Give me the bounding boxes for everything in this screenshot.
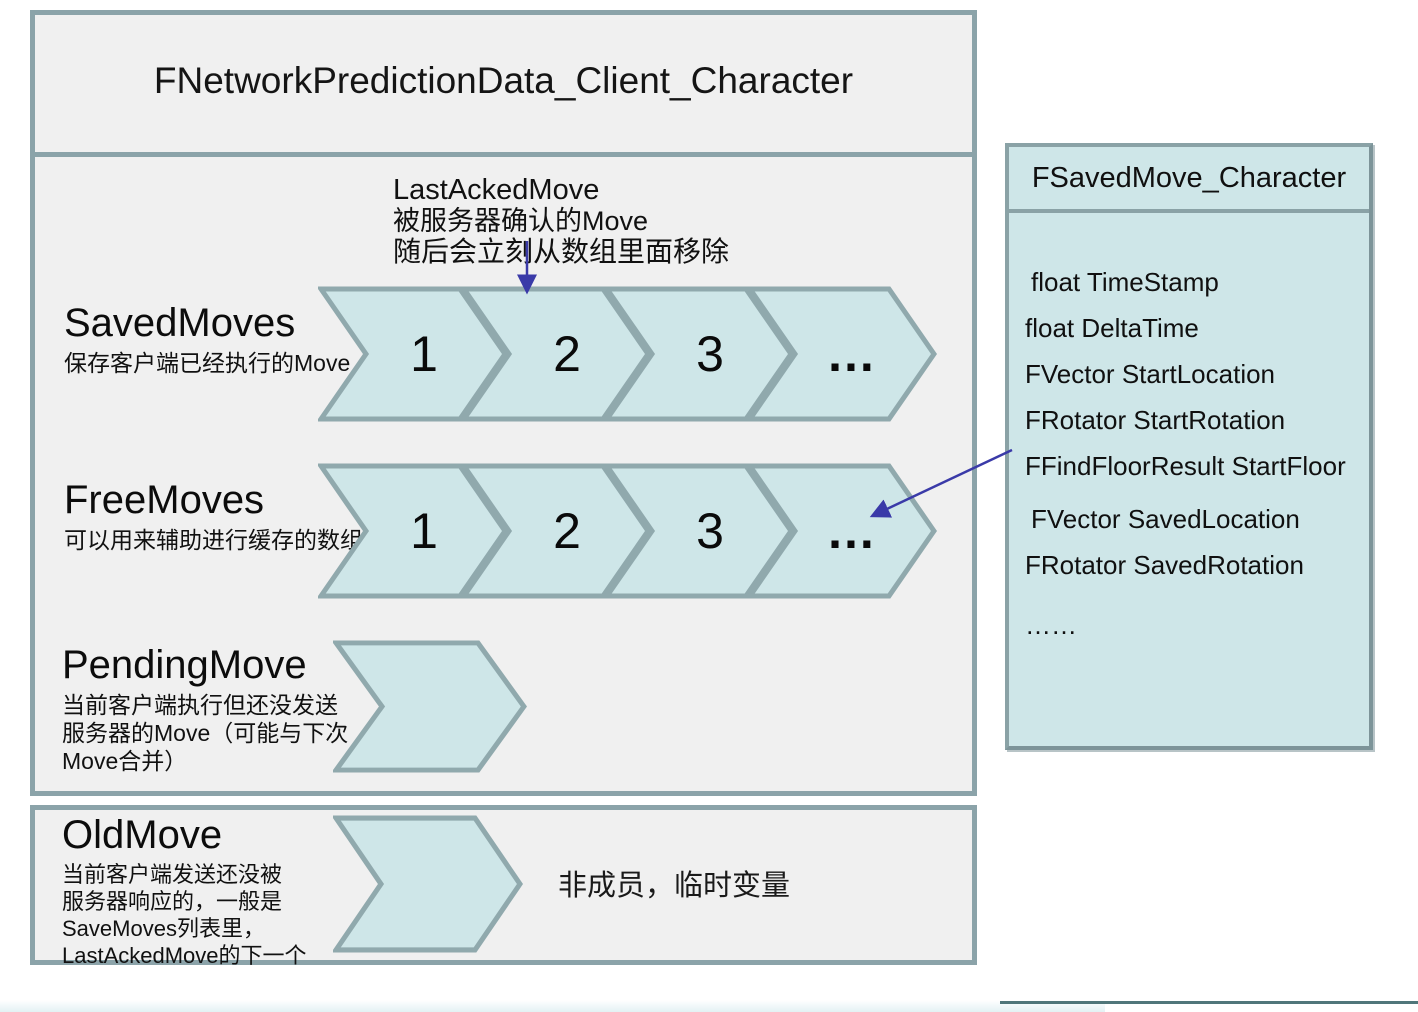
- field-savedlocation: FVector SavedLocation: [1031, 504, 1300, 534]
- fsavedmove-fields: float TimeStamp float DeltaTime FVector …: [1025, 259, 1361, 648]
- chevron-arrow-icon: [318, 463, 508, 599]
- chevron-label: …: [826, 326, 880, 382]
- savedmoves-chevron-ellipsis: …: [747, 286, 937, 422]
- savedmoves-desc: 保存客户端已经执行的Move: [64, 350, 351, 376]
- freemoves-label-block: FreeMoves 可以用来辅助进行缓存的数组: [64, 477, 363, 554]
- freemoves-desc: 可以用来辅助进行缓存的数组: [64, 527, 363, 553]
- annotation-line2: 被服务器确认的Move: [393, 206, 649, 236]
- chevron-label: 2: [553, 503, 581, 559]
- savedmoves-label-block: SavedMoves 保存客户端已经执行的Move: [64, 300, 350, 377]
- main-title: FNetworkPredictionData_Client_Character: [153, 60, 854, 101]
- chevron-arrow-icon: [461, 286, 651, 422]
- savedmoves-chevron-1: 1: [318, 286, 508, 422]
- freemoves-chevron-3: 3: [604, 463, 794, 599]
- oldmove-desc-2: 服务器响应的，一般是: [62, 889, 283, 914]
- chevron-arrow-icon: [747, 286, 937, 422]
- chevron-arrow-icon: [333, 815, 523, 953]
- chevron-label: 3: [696, 326, 724, 382]
- field-deltatime: float DeltaTime: [1025, 313, 1199, 343]
- chevron-arrow-icon: [333, 640, 527, 773]
- pendingmove-label-block: PendingMove 当前客户端执行但还没发送 服务器的Move（可能与下次 …: [62, 642, 348, 775]
- oldmove-chevron: [333, 815, 523, 953]
- fsavedmove-title: FSavedMove_Character: [1009, 147, 1369, 213]
- chevron-label: 1: [410, 326, 438, 382]
- oldmove-name: OldMove: [62, 813, 223, 857]
- freemoves-chevron-ellipsis: …: [747, 463, 937, 599]
- pendingmove-chevron: [333, 640, 527, 773]
- savedmoves-name: SavedMoves: [64, 301, 296, 345]
- oldmove-label-block: OldMove 当前客户端发送还没被 服务器响应的，一般是 SaveMoves列…: [62, 812, 307, 969]
- chevron-arrow-icon: [318, 286, 508, 422]
- savedmoves-chevron-3: 3: [604, 286, 794, 422]
- pendingmove-name: PendingMove: [62, 643, 307, 687]
- field-timestamp: float TimeStamp: [1031, 267, 1219, 297]
- chevron-label: 2: [553, 326, 581, 382]
- field-startrotation: FRotator StartRotation: [1025, 405, 1286, 435]
- bottom-band-fragment: [0, 1000, 1105, 1012]
- oldmove-desc-4: LastAckedMove的下一个: [62, 943, 307, 968]
- fsavedmove-box: FSavedMove_Character float TimeStamp flo…: [1005, 143, 1373, 750]
- annotation-line3: 随后会立刻从数组里面移除: [393, 237, 730, 268]
- oldmove-note: 非成员，临时变量: [558, 870, 791, 902]
- chevron-label: …: [826, 503, 880, 559]
- pendingmove-desc-2: 服务器的Move（可能与下次: [62, 720, 349, 746]
- freemoves-chevron-2: 2: [461, 463, 651, 599]
- chevron-arrow-icon: [604, 286, 794, 422]
- annotation-line1: LastAckedMove: [393, 174, 600, 206]
- field-savedrotation: FRotator SavedRotation: [1025, 550, 1304, 580]
- chevron-arrow-icon: [604, 463, 794, 599]
- chevron-arrow-icon: [461, 463, 651, 599]
- field-ellipsis: ……: [1025, 610, 1077, 640]
- chevron-label: 3: [696, 503, 724, 559]
- freemoves-name: FreeMoves: [64, 478, 265, 522]
- freemoves-chevron-1: 1: [318, 463, 508, 599]
- title-divider: [30, 152, 977, 157]
- bottom-line-fragment: [1000, 1001, 1418, 1004]
- savedmoves-chevron-2: 2: [461, 286, 651, 422]
- pendingmove-desc-3: Move合并）: [62, 748, 188, 774]
- chevron-label: 1: [410, 503, 438, 559]
- pendingmove-desc-1: 当前客户端执行但还没发送: [62, 692, 338, 718]
- field-startfloor: FFindFloorResult StartFloor: [1025, 451, 1346, 481]
- field-startlocation: FVector StartLocation: [1025, 359, 1276, 389]
- lastackedmove-annotation: LastAckedMove 被服务器确认的Move 随后会立刻从数组里面移除: [393, 174, 730, 269]
- oldmove-desc-1: 当前客户端发送还没被: [62, 862, 283, 887]
- oldmove-desc-3: SaveMoves列表里，: [62, 916, 265, 941]
